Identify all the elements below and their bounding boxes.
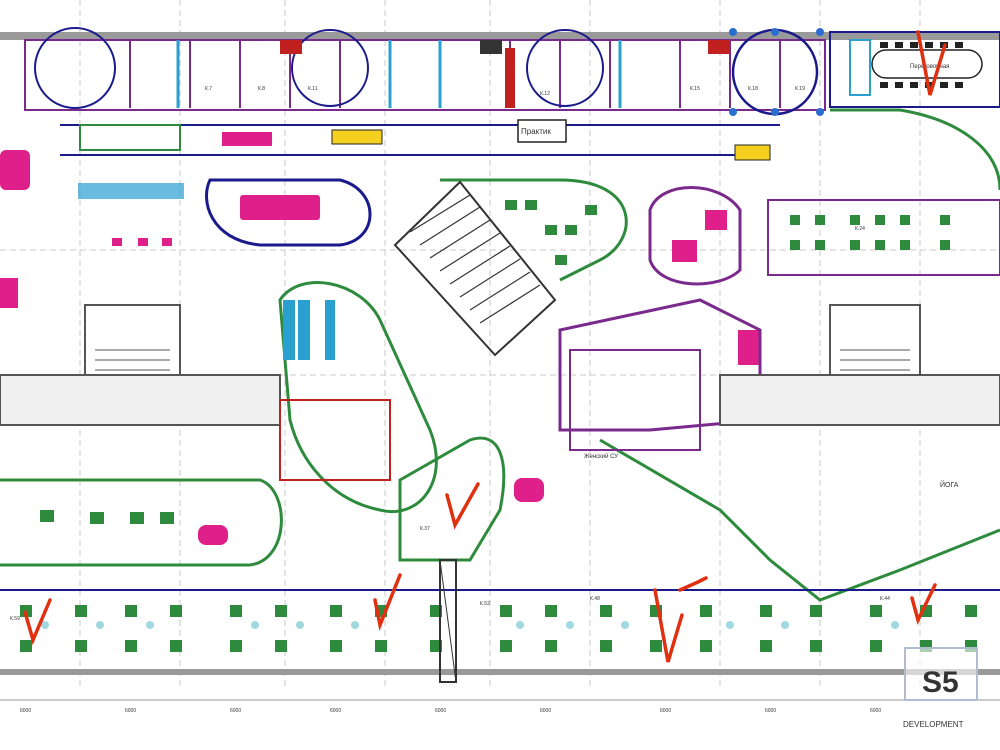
room-code: К.8: [258, 86, 265, 92]
dimension-label: 6000: [230, 708, 241, 714]
dimension-label: 6000: [765, 708, 776, 714]
room-code: К.44: [880, 596, 890, 602]
room-labels: К.7 К.8 К.11 К.12 К.15 К.18 К.19 К.52 К.…: [10, 86, 890, 622]
dimension-label: 6000: [870, 708, 881, 714]
dimension-label: 6000: [330, 708, 341, 714]
workstations-right: [767, 199, 1000, 276]
room-code: К.11: [308, 86, 318, 92]
atrium-stairs: [393, 180, 557, 357]
dimension-label: 6000: [20, 708, 31, 714]
dimension-label: 6000: [435, 708, 446, 714]
room-code: К.37: [420, 526, 430, 532]
s5-logo-mark: S5: [922, 666, 959, 699]
workstations-center: [40, 200, 597, 524]
top-offices: [0, 27, 1000, 116]
yoga-label: ЙОГА: [940, 480, 959, 489]
room-code: К.12: [540, 91, 550, 97]
meeting-room: Переговорная: [829, 31, 1000, 108]
lounge-areas: [0, 132, 760, 545]
corridor: Практик: [60, 119, 780, 161]
dimension-row: 6000 6000 6000 6000 6000 6000 6000 6000 …: [0, 699, 1000, 714]
room-code: К.52: [480, 601, 490, 607]
cyan-lockers: [78, 183, 335, 360]
development-text: DEVELOPMENT: [903, 720, 964, 729]
dimension-label: 6000: [125, 708, 136, 714]
dimension-label: 6000: [540, 708, 551, 714]
room-code: К.48: [590, 596, 600, 602]
s5-logo: S5 DEVELOPMENT: [903, 647, 978, 729]
room-code: К.7: [205, 86, 212, 92]
room-code: К.59: [10, 616, 20, 622]
womens-restroom-label: Женский СУ: [584, 453, 618, 460]
praktik-label: Практик: [521, 127, 551, 136]
restrooms: Женский СУ: [279, 349, 701, 481]
building-cores: [0, 304, 1000, 426]
room-code: К.18: [748, 86, 758, 92]
room-code: К.15: [690, 86, 700, 92]
red-check-marks: [23, 30, 947, 663]
dimension-label: 6000: [660, 708, 671, 714]
room-code: К.24: [855, 226, 865, 232]
grid-lines: [0, 0, 1000, 690]
room-code: К.19: [795, 86, 805, 92]
bottom-open-space: [0, 559, 1000, 683]
meeting-room-label: Переговорная: [910, 64, 949, 70]
